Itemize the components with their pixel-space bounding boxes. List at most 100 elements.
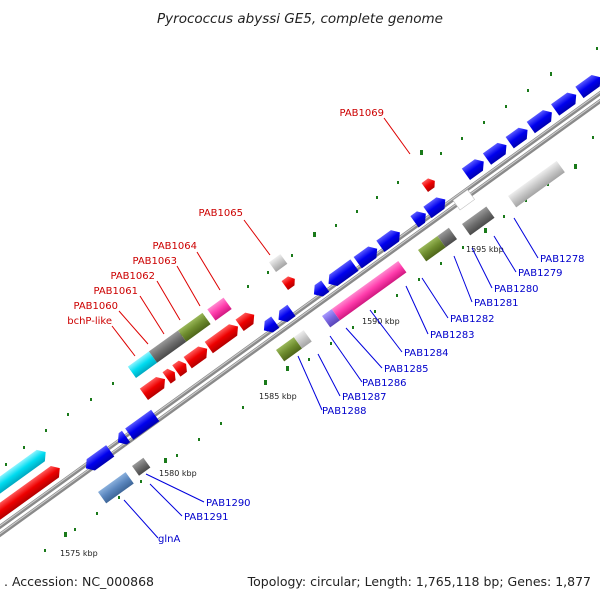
gene-cluster-1290 <box>114 409 160 448</box>
gene-feature-other[interactable] <box>462 206 495 236</box>
tick-mark <box>140 480 142 483</box>
gene-label[interactable]: PAB1063 <box>132 256 177 267</box>
gene-feature-reverse[interactable] <box>274 304 296 326</box>
leader-line <box>111 325 136 357</box>
gene-cluster-1285 <box>260 304 296 336</box>
gene-feature-other[interactable] <box>418 235 446 262</box>
gene-feature-forward[interactable] <box>281 274 298 290</box>
gene-feature-reverse[interactable] <box>505 124 532 149</box>
tick-mark <box>356 210 358 213</box>
gene-feature-forward[interactable] <box>204 321 242 354</box>
gene-label[interactable]: PAB1283 <box>430 330 475 341</box>
gene-feature-reverse[interactable] <box>310 280 330 300</box>
gene-feature-other[interactable] <box>207 297 232 321</box>
leader-line <box>369 309 403 353</box>
gene-label[interactable]: PAB1281 <box>474 298 519 309</box>
gene-label[interactable]: PAB1062 <box>110 271 155 282</box>
gene-label[interactable]: PAB1284 <box>404 348 449 359</box>
gene-feature-forward[interactable] <box>0 462 64 530</box>
gene-feature-forward[interactable] <box>139 373 169 400</box>
gene-feature-reverse[interactable] <box>482 139 511 165</box>
tick-mark <box>220 422 222 425</box>
gene-feature-reverse[interactable] <box>551 89 580 116</box>
gene-feature-forward[interactable] <box>183 343 212 369</box>
leader-line <box>123 499 159 539</box>
tick-mark <box>198 438 200 441</box>
leader-line <box>405 285 429 335</box>
gene-feature-forward[interactable] <box>421 176 438 192</box>
gene-feature-reverse[interactable] <box>423 194 449 219</box>
gene-feature-other[interactable] <box>0 446 50 508</box>
scale-labels: 1575 kbp 1580 kbp 1585 kbp 1590 kbp 1595… <box>60 245 504 558</box>
leader-line <box>453 255 473 303</box>
gene-feature-other[interactable] <box>98 472 134 504</box>
gene-label[interactable]: PAB1290 <box>206 498 251 509</box>
genome-summary-text: Topology: circular; Length: 1,765,118 bp… <box>247 574 591 589</box>
gene-label[interactable]: PAB1287 <box>342 392 387 403</box>
gene-feature-reverse[interactable] <box>376 227 404 253</box>
gene-feature-reverse[interactable] <box>260 316 280 336</box>
tick-mark <box>596 47 598 50</box>
gene-label[interactable]: PAB1061 <box>93 286 138 297</box>
gene-feature-other[interactable] <box>276 337 303 362</box>
tick-mark <box>74 528 76 531</box>
gene-feature-other[interactable] <box>331 261 407 321</box>
gene-feature-other[interactable] <box>437 227 458 248</box>
gene-feature-reverse[interactable] <box>125 409 160 440</box>
gene-label[interactable]: bchP-like <box>67 316 112 327</box>
gene-feature-other[interactable] <box>268 254 288 272</box>
gene-label[interactable]: PAB1280 <box>494 284 539 295</box>
leader-line <box>149 483 183 517</box>
gene-feature-forward[interactable] <box>235 309 259 331</box>
gene-label[interactable]: PAB1285 <box>384 364 429 375</box>
gene-feature-reverse[interactable] <box>324 259 359 289</box>
leader-line <box>421 277 449 319</box>
gene-label[interactable]: PAB1282 <box>450 314 495 325</box>
tick-mark <box>547 183 549 186</box>
gene-feature-other[interactable] <box>322 308 340 328</box>
gene-feature-reverse[interactable] <box>353 243 382 269</box>
gene-cluster-far-left-red <box>0 462 64 530</box>
gene-feature-reverse[interactable] <box>526 107 556 134</box>
gene-feature-forward[interactable] <box>162 366 179 384</box>
gene-feature-other[interactable] <box>452 189 475 211</box>
gene-label[interactable]: PAB1279 <box>518 268 563 279</box>
gene-feature-other[interactable] <box>293 330 312 349</box>
gene-feature-reverse[interactable] <box>461 156 488 180</box>
tick-mark <box>352 326 354 329</box>
gene-label[interactable]: PAB1064 <box>152 241 197 252</box>
gene-label[interactable]: PAB1288 <box>322 406 367 417</box>
gene-label[interactable]: PAB1069 <box>339 108 384 119</box>
gene-cluster-1291 <box>82 445 115 474</box>
gene-feature-reverse[interactable] <box>82 445 115 474</box>
leader-line <box>471 247 493 289</box>
gene-feature-other[interactable] <box>148 330 187 363</box>
gene-feature-reverse[interactable] <box>575 72 600 99</box>
leader-line <box>139 295 165 335</box>
gene-cluster-1069 <box>421 176 438 192</box>
tick-mark <box>267 271 269 274</box>
gene-label[interactable]: PAB1065 <box>198 208 243 219</box>
leader-line <box>493 235 517 273</box>
tick-mark <box>592 136 594 139</box>
gene-feature-other[interactable] <box>127 351 158 378</box>
gene-label[interactable]: PAB1278 <box>540 254 585 265</box>
gene-feature-other[interactable] <box>508 160 565 208</box>
gene-feature-forward[interactable] <box>172 358 190 377</box>
gene-label[interactable]: glnA <box>158 534 180 545</box>
gene-label[interactable]: PAB1060 <box>73 301 118 312</box>
gene-cluster-right-lower <box>508 160 565 208</box>
gene-label[interactable]: PAB1286 <box>362 378 407 389</box>
gene-cluster-olive-right <box>418 227 458 262</box>
gene-feature-reverse[interactable] <box>114 430 131 448</box>
gene-feature-other[interactable] <box>132 457 151 476</box>
tick-mark <box>247 285 249 288</box>
gene-feature-other[interactable] <box>178 312 211 342</box>
gene-label[interactable]: PAB1291 <box>184 512 229 523</box>
tick-mark <box>374 310 376 313</box>
tick-mark <box>440 262 442 265</box>
leader-line <box>297 355 323 411</box>
gene-feature-reverse[interactable] <box>410 208 430 228</box>
tick-mark <box>335 224 337 227</box>
tick-mark <box>242 406 244 409</box>
